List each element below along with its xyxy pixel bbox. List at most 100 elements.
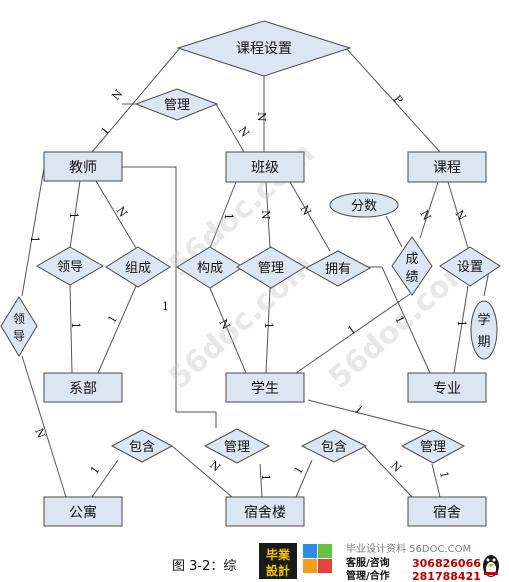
line-course-grade: [419, 181, 439, 239]
cardinality-label: 1: [67, 212, 80, 219]
line-managebuilding-building: [259, 463, 263, 498]
relationship-course-setup: 课程设置: [176, 20, 352, 77]
relationship-label: 领: [13, 312, 25, 326]
relationship-label: 领导: [57, 260, 83, 275]
relationship-compose-student: 构成: [176, 246, 244, 289]
cardinality-label: N: [114, 204, 130, 220]
cardinality-label: N: [452, 208, 468, 223]
entity-label: 学生: [251, 381, 279, 397]
banner-label: 客服/咨询: [345, 556, 390, 569]
relationship-label: 绩: [405, 270, 418, 285]
line-contain-dorm: [363, 445, 413, 498]
site-banner: 毕業 設計 毕业设计资料 56DOC.COM 客服/咨询 306826066 管…: [259, 542, 499, 582]
line-manage-student: [265, 287, 271, 374]
entity-label: 教师: [69, 160, 97, 176]
cardinality-label: 1: [291, 464, 306, 477]
entity-department: 系部: [43, 372, 123, 403]
relationship-label: 管理: [258, 261, 284, 276]
cardinality-label: 1: [162, 300, 169, 313]
relationship-label: 管理: [164, 98, 190, 113]
line-building-contain: [295, 459, 313, 498]
banner-site-text: 毕业设计资料 56DOC.COM: [346, 542, 471, 555]
line-apartmentlead-apartment: [21, 355, 67, 498]
relationship-label: 管理: [420, 440, 446, 455]
cardinalities: N 1 N N P 1 N 1 1 1 N 1 1 N N N 1 1 N 1 …: [28, 87, 469, 481]
cardinality-label: N: [32, 427, 48, 441]
cardinality-label: N: [388, 459, 404, 475]
cardinality-label: 1: [437, 470, 451, 479]
relationship-own-major: 拥有: [304, 250, 372, 287]
cardinality-label: N: [207, 458, 223, 474]
cardinality-label: 1: [98, 124, 112, 138]
cardinality-label: N: [417, 208, 433, 223]
entity-course: 课程: [407, 151, 487, 183]
cardinality-label: 1: [262, 322, 275, 329]
banner-label: 管理/合作: [346, 569, 390, 582]
relationship-manage-dorm: 管理: [400, 429, 466, 464]
line-compose-student: [209, 287, 247, 374]
relationship-contain-dorm: 包含: [300, 429, 368, 463]
relationship-grade: 成 绩: [391, 236, 433, 296]
entity-student: 学生: [225, 372, 305, 403]
attribute-semester: 学 期: [470, 300, 498, 360]
relationship-label: 设置: [457, 260, 483, 275]
entity-label: 宿舍: [433, 504, 461, 521]
cardinality-label: N: [297, 203, 313, 218]
entity-label: 班级: [251, 160, 279, 176]
line-managedorm-dorm: [431, 463, 441, 498]
relationship-lead-dept: 领导: [35, 246, 105, 286]
relationship-label: 课程设置: [236, 41, 292, 57]
relationship-manage-building: 管理: [203, 428, 271, 464]
cardinality-label: 1: [222, 213, 235, 220]
cardinality-label: 1: [345, 323, 358, 338]
line-teacher-apartmentlead: [21, 167, 45, 297]
line-composedept-dept: [97, 285, 137, 374]
relationship-label: 管理: [224, 440, 250, 455]
attribute-label: 期: [477, 335, 490, 350]
line-coursesetup-course: [345, 47, 441, 153]
cardinality-label: 1: [455, 320, 468, 327]
line-leaddept-dept: [69, 284, 73, 374]
entity-dorm-building: 宿舍楼: [225, 496, 305, 527]
relationship-label: 拥有: [325, 262, 351, 277]
line-score-grade: [385, 215, 403, 248]
attribute-score: 分数: [329, 192, 399, 218]
relationship-lead-apartment: 领 导: [0, 296, 38, 357]
relationship-label: 组成: [125, 261, 151, 276]
entity-class: 班级: [225, 151, 305, 183]
cardinality-label: N: [109, 87, 125, 103]
line-grade-student: [295, 293, 411, 374]
entity-teacher: 教师: [43, 151, 123, 182]
line-teacher-composedept: [95, 180, 137, 249]
relationship-label: 成: [405, 252, 418, 267]
cardinality-label: 1: [28, 236, 41, 243]
line-coursesetup-teacher: [91, 47, 181, 153]
line-setup-major: [453, 285, 469, 374]
relationship-compose-dept: 组成: [105, 246, 171, 288]
cardinality-label: 1: [392, 314, 407, 326]
entity-label: 公寓: [69, 504, 97, 521]
relationship-label: 导: [13, 329, 25, 343]
line-teacher-managebuilding: [122, 166, 217, 428]
cardinality-label: 1: [105, 313, 120, 326]
banner-number: 306826066: [412, 557, 481, 570]
puzzle-icon: [303, 544, 332, 573]
logo-text: 毕業: [266, 547, 291, 562]
entity-label: 宿舍楼: [244, 504, 286, 521]
entity-major: 专业: [407, 372, 487, 403]
relationship-label: 包含: [129, 439, 155, 455]
logo-text: 設計: [266, 563, 290, 578]
connector-lines: [21, 47, 491, 498]
figure-caption: 图 3-2：综: [172, 559, 236, 574]
entity-dorm: 宿舍: [407, 496, 487, 527]
line-course-setup: [447, 181, 469, 249]
cardinality-label: N: [255, 112, 268, 122]
penguin-icon: [483, 555, 499, 577]
line-apartment-contain: [91, 459, 119, 498]
entity-apartment: 公寓: [43, 496, 123, 527]
line-contain-building: [171, 445, 233, 498]
entity-label: 专业: [433, 381, 461, 397]
entity-label: 课程: [433, 160, 461, 176]
relationship-setup: 设置: [439, 246, 501, 287]
